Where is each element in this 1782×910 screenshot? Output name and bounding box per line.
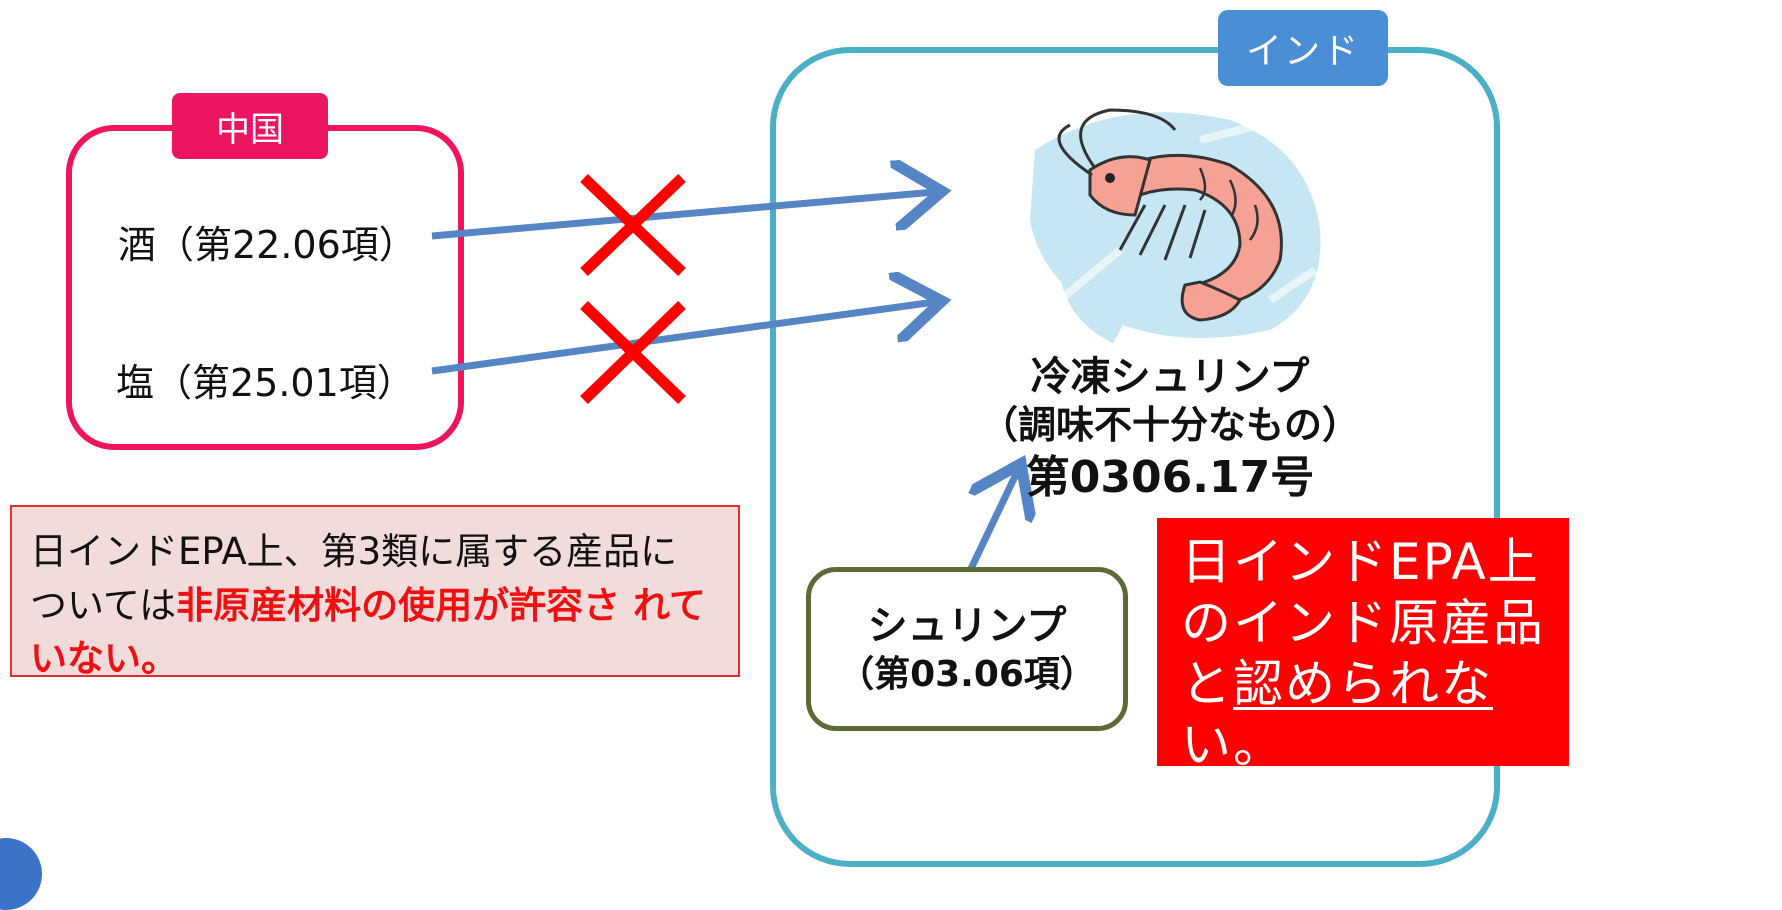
x-mark-icon <box>580 174 686 276</box>
product-qualifier: （調味不十分なもの） <box>979 403 1360 447</box>
product-name: 冷凍シュリンプ <box>1030 354 1310 400</box>
material-box: シュリンプ （第03.06項） <box>806 567 1128 731</box>
conclusion-line-2: のインド原産品 <box>1181 594 1545 652</box>
note-highlight: 非原産材料の使用が許容さ れていない。 <box>30 583 706 681</box>
note-text-2: ついては <box>30 583 177 627</box>
x-mark-icon <box>580 301 686 404</box>
arrow-sake-to-product <box>431 192 935 240</box>
material-heading: （第03.06項） <box>838 653 1096 695</box>
conclusion-box: 日インドEPA上 のインド原産品 と認められない。 <box>1157 518 1569 774</box>
india-label: インド <box>1218 10 1388 86</box>
arrow-salt-to-product <box>431 302 935 375</box>
china-item-sake: 酒（第22.06項） <box>118 223 417 267</box>
conclusion-underlined: 認められない。 <box>1181 655 1493 774</box>
conclusion-line-1: 日インドEPA上 <box>1181 533 1540 591</box>
product-hs-code: 第0306.17号 <box>1025 451 1315 503</box>
note-text-1: 日インドEPA上、第3類に属する産品に <box>30 530 678 573</box>
china-item-salt: 塩（第25.01項） <box>116 361 415 405</box>
shrimp-illustration <box>1030 108 1321 344</box>
china-label: 中国 <box>172 93 328 159</box>
note-box: 日インドEPA上、第3類に属する産品に ついては非原産材料の使用が許容さ れてい… <box>10 505 740 680</box>
arrow-material-to-product <box>964 470 1018 577</box>
india-box <box>770 47 1500 867</box>
material-name: シュリンプ <box>867 602 1067 649</box>
product-label: 冷凍シュリンプ （調味不十分なもの） 第0306.17号 <box>930 352 1410 505</box>
conclusion-prefix: と <box>1181 655 1233 713</box>
conclusion-line-3: と認められない。 <box>1181 654 1555 776</box>
